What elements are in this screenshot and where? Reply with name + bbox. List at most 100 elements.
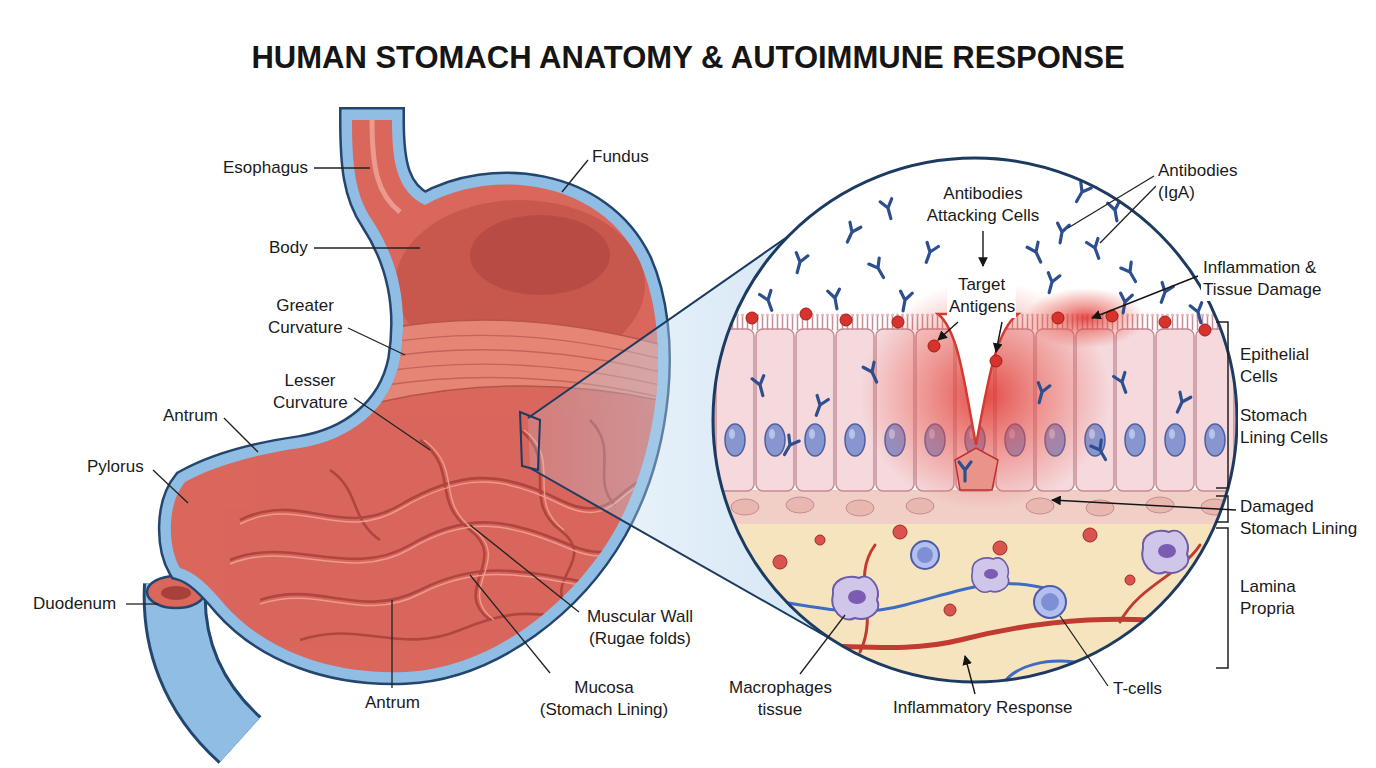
stomach-interior [372,120,400,212]
tissue-closeup [1193,593,1207,607]
leader-arrow [982,231,983,266]
antibody-symbol [779,435,799,457]
closeup-outline [713,158,1237,682]
leader-line [314,167,370,168]
leader-arrow [965,656,975,694]
macrophage-cell [972,558,1009,592]
part-label: Antibodies Attacking Cells [924,183,1042,227]
tissue-closeup [892,316,904,328]
leader-line [354,398,430,450]
antibody-symbol [828,289,843,310]
leader-arrow [938,322,958,340]
part-label: Target Antigens [947,274,1016,318]
part-label: Macrophages tissue [727,677,833,721]
leader-arrow [996,322,1002,352]
tissue-closeup [893,525,907,539]
antibody-symbol [897,291,912,312]
tissue-closeup [906,498,934,514]
antibody-symbol [1071,182,1091,204]
macrophage-cell [984,569,998,579]
part-label: Body [267,237,310,259]
macrophage-cell [1158,544,1176,558]
leader-line [1060,616,1108,686]
antibody-symbol [1108,201,1123,222]
part-label: Stomach Lining Cells [1238,405,1331,449]
part-label: Lamina Propria [1238,576,1297,620]
label-holder: Lesser Curvature [271,370,349,414]
label-holder: Body [267,237,310,259]
leader-line [153,470,188,503]
tissue-closeup [944,604,956,616]
antibody-symbol [1172,392,1191,414]
tissue-closeup [846,500,874,516]
layer-bracket [1216,528,1228,668]
antibody-symbol [760,290,778,312]
zoom-connector [520,412,540,470]
leader-line [470,525,579,612]
tissue-closeup [700,140,1260,702]
antibody-symbol [880,199,897,220]
label-holder: Pylorus [85,456,146,478]
tissue-closeup [1125,575,1135,585]
tissue-closeup [746,312,758,324]
diagram-title: HUMAN STOMACH ANATOMY & AUTOIMMUNE RESPO… [0,39,1376,77]
stomach-interior [300,614,590,640]
part-label: T-cells [1111,678,1164,700]
leader-line [562,160,588,192]
antibody-symbol [1043,273,1060,294]
tissue-closeup [700,522,1260,702]
label-holder: Inflammatory Response [891,697,1075,719]
tissue-closeup [1083,528,1097,542]
label-holder: Antrum [363,692,422,714]
t-cell [917,547,933,563]
antibody-symbol [811,395,829,417]
label-holder: T-cells [1111,678,1164,700]
tissue-closeup [800,308,812,320]
label-holder: Target Antigens [947,274,1016,318]
stomach-interior [330,470,380,540]
duodenum-illustration [161,586,191,600]
part-label: Inflammation & Tissue Damage [1201,257,1325,301]
part-label: Muscular Wall (Rugae folds) [584,606,696,650]
part-label: Fundus [590,146,651,168]
t-cell [747,607,773,633]
layer-bracket [1216,322,1228,488]
tissue-closeup [1052,312,1064,324]
leader-arrow [1092,276,1198,318]
tissue-closeup [700,619,1260,660]
part-label: Antrum [161,405,220,427]
leader-line [224,418,258,452]
tissue-closeup [815,535,825,545]
leader-arrow [1052,500,1236,510]
part-label: Esophagus [221,157,310,179]
leader-line [800,615,845,674]
label-holder: Inflammation & Tissue Damage [1201,257,1325,301]
title-holder: HUMAN STOMACH ANATOMY & AUTOIMMUNE RESPO… [0,39,1376,77]
part-label: Pylorus [85,456,146,478]
part-label: Damaged Stomach Lining [1238,496,1361,540]
leader-line [126,160,1156,688]
part-label: Duodenum [31,593,118,615]
leader-line [470,575,550,673]
antibody-symbol [842,222,861,244]
label-holder: Fundus [590,146,651,168]
stomach-interior [424,440,494,620]
t-cell [753,613,767,627]
label-holder: Antibodies Attacking Cells [924,183,1042,227]
label-holder: Esophagus [221,157,310,179]
antibody-symbol [1033,383,1050,404]
tissue-closeup [955,448,998,490]
label-holder: Epithelial Cells [1238,344,1310,388]
antibody-symbol [863,362,882,384]
layer-bracket [1216,322,1228,668]
t-cell [1041,593,1059,611]
tissue-closeup [1199,324,1211,336]
tissue-closeup [773,555,787,569]
antibody-symbol [1027,242,1046,264]
leader-line [391,600,392,688]
antibody-symbol [752,182,1207,481]
t-cell [1212,617,1238,643]
antibody-symbol [869,258,889,280]
